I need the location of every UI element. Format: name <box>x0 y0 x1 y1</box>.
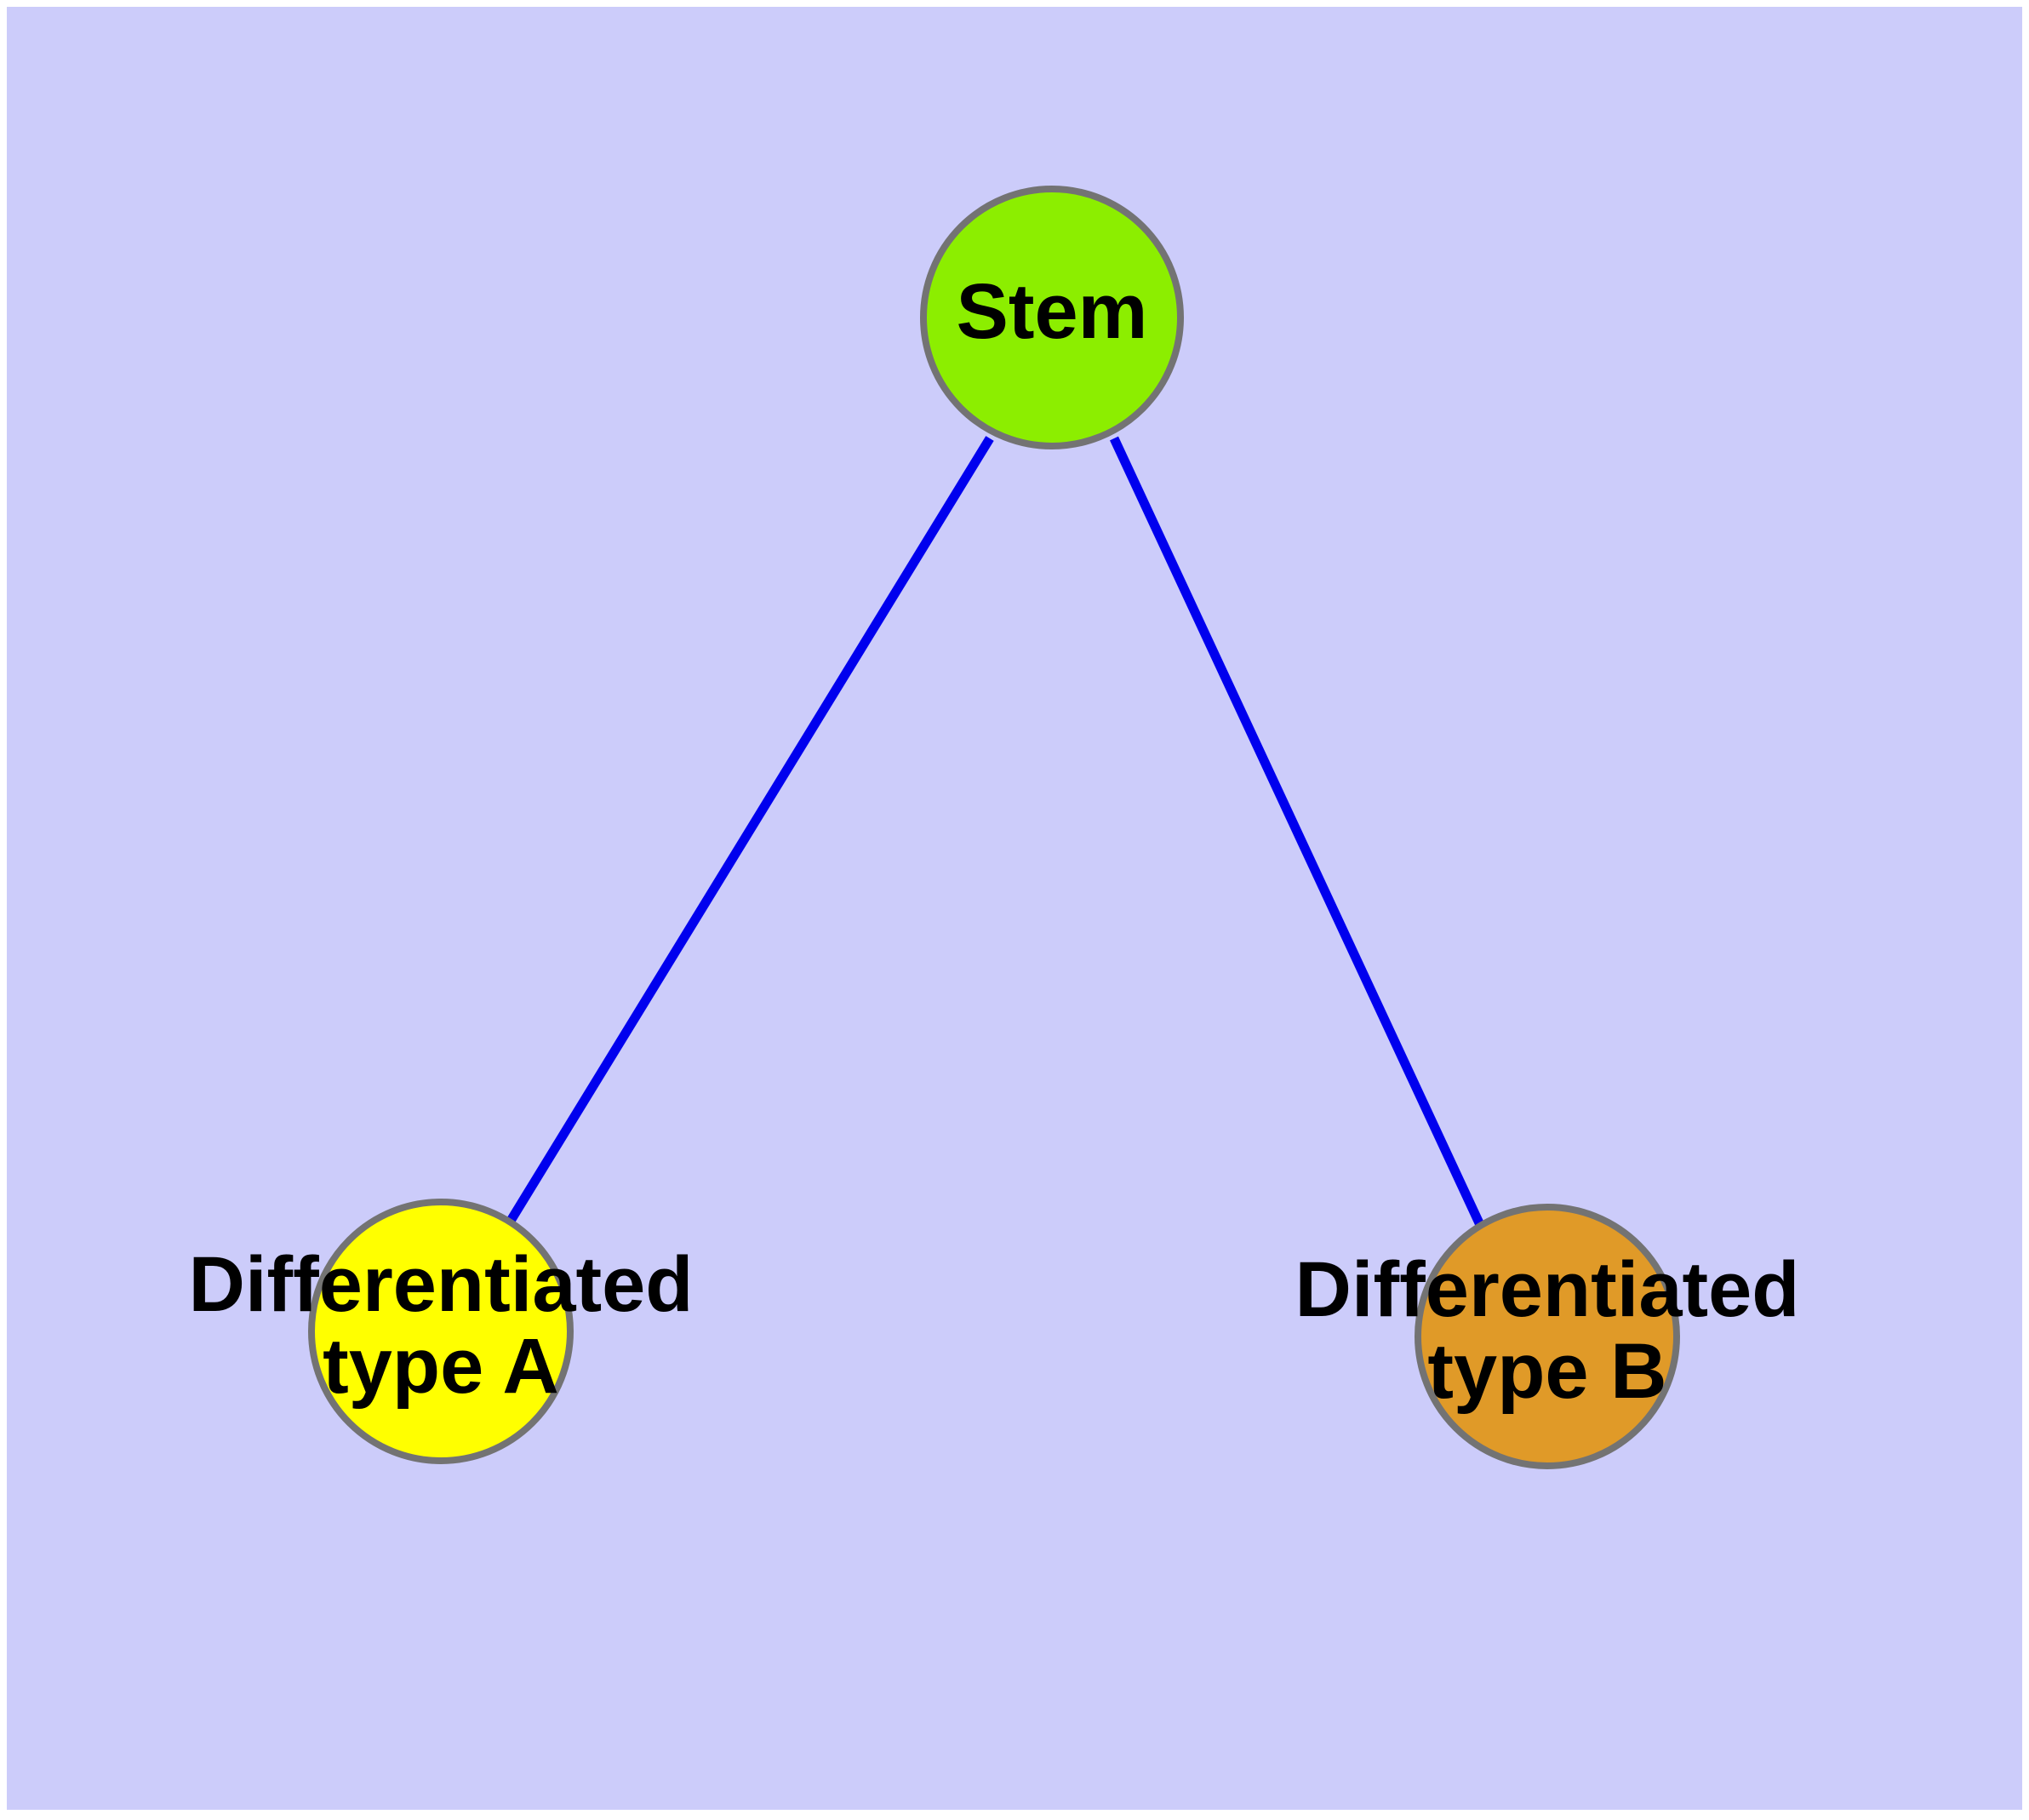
node-circle-stem[interactable] <box>920 186 1184 449</box>
edge-stem-to-diff-a <box>506 436 994 1223</box>
node-circle-diff-a[interactable] <box>308 1199 574 1464</box>
node-label-line: Differentiated <box>1295 1246 1800 1333</box>
node-label-line: type A <box>323 1323 559 1410</box>
edge-stem-to-diff-b <box>1110 436 1485 1229</box>
node-label-line: type B <box>1427 1328 1666 1415</box>
node-label-stem: Stem <box>957 268 1148 355</box>
node-circle-diff-b[interactable] <box>1415 1204 1680 1469</box>
node-label-line: Differentiated <box>189 1241 694 1328</box>
edges-group <box>506 436 1485 1229</box>
node-stem[interactable]: Stem <box>920 186 1184 449</box>
node-label-line: Stem <box>957 268 1148 355</box>
